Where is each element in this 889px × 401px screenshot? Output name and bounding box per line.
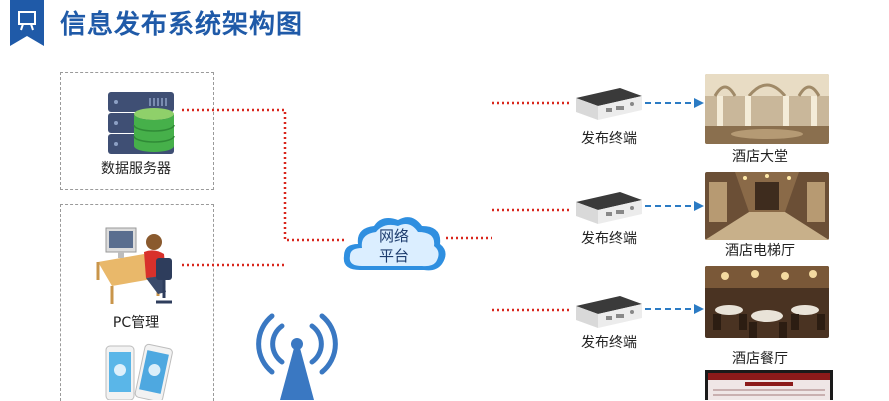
server-label: 数据服务器: [101, 161, 171, 177]
network-cloud-icon: [343, 217, 446, 271]
media-player-icon: [576, 192, 642, 224]
title-badge-icon: [10, 0, 44, 46]
wireless-antenna-icon: [256, 313, 338, 400]
hotel-restaurant-photo: [705, 266, 829, 338]
venue-2-label: 酒店电梯厅: [725, 243, 795, 259]
media-player-icon: [576, 88, 642, 120]
mobile-phones-icon: [105, 343, 173, 400]
media-player-icon: [576, 296, 642, 328]
hotel-elevator-hall-photo: [705, 172, 829, 240]
hotel-lobby-photo: [705, 74, 829, 144]
terminal-3-label: 发布终端: [581, 335, 637, 351]
venue-3-label: 酒店餐厅: [732, 351, 788, 367]
cloud-label-line2: 平台: [378, 247, 409, 265]
page-title: 信息发布系统架构图: [60, 10, 304, 40]
venue-1-label: 酒店大堂: [732, 149, 788, 165]
terminal-1-label: 发布终端: [581, 131, 637, 147]
cloud-label-line1: 网络: [378, 227, 409, 245]
pc-admin-icon: [96, 227, 172, 304]
database-server-icon: [108, 92, 175, 154]
display-screen-photo: [705, 370, 833, 400]
terminal-2-label: 发布终端: [581, 231, 637, 247]
pc-box: [60, 204, 214, 401]
pc-label: PC管理: [112, 315, 160, 331]
cloud-label: 网络 平台: [358, 226, 430, 266]
